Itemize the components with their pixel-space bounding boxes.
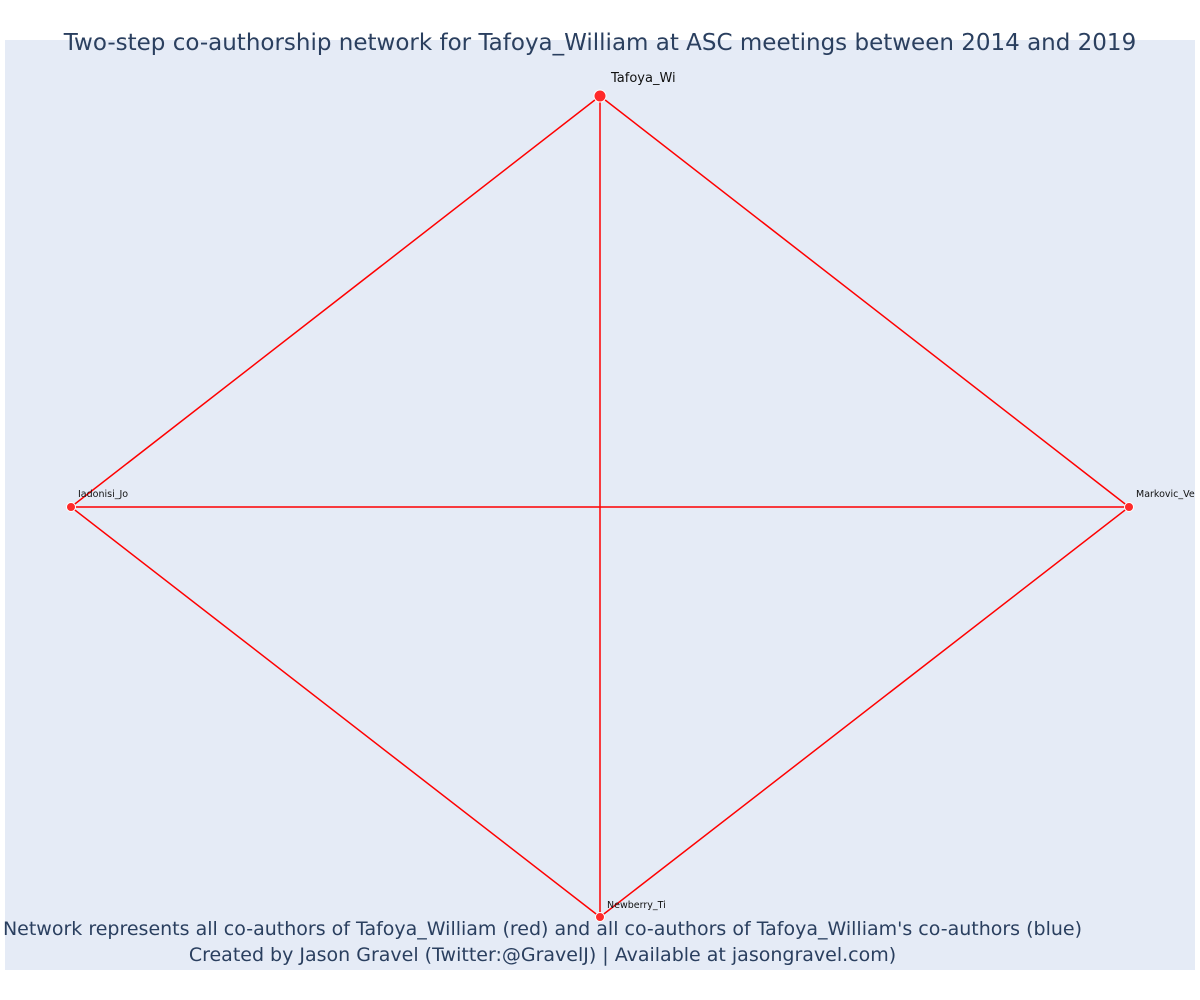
edge-iadonisi-newberry: [70, 506, 601, 918]
node-iadonisi[interactable]: [66, 502, 76, 512]
edge-markovic-newberry: [599, 506, 1130, 918]
node-label-tafoya: Tafoya_Wi: [610, 71, 676, 86]
caption-credit: Created by Jason Gravel (Twitter:@Gravel…: [188, 944, 897, 966]
node-label-newberry: Newberry_Ti: [607, 900, 666, 911]
edge-tafoya-iadonisi: [70, 95, 601, 508]
network-edges: [70, 95, 1130, 918]
chart-title: Two-step co-authorship network for Tafoy…: [63, 30, 1137, 56]
node-label-markovic: Markovic_Ve: [1136, 489, 1195, 500]
edge-tafoya-markovic: [599, 95, 1130, 508]
node-label-iadonisi: Iadonisi_Jo: [78, 489, 128, 500]
node-tafoya[interactable]: [593, 89, 607, 103]
network-nodes: [66, 89, 1134, 922]
node-newberry[interactable]: [595, 912, 605, 922]
caption-description: Network represents all co-authors of Taf…: [2, 918, 1083, 940]
node-markovic[interactable]: [1124, 502, 1134, 512]
